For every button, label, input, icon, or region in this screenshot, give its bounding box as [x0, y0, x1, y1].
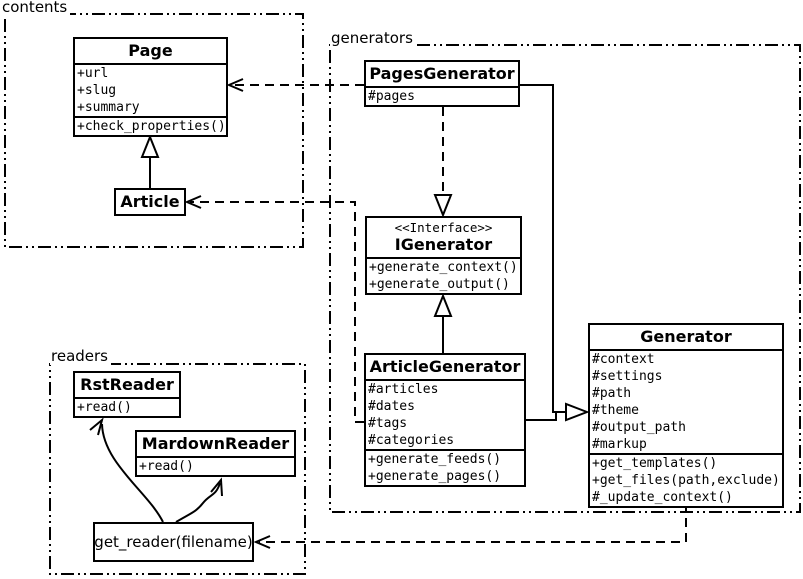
class-mardownreader-methods: +read() [137, 456, 294, 475]
class-rstreader-methods: +read() [75, 397, 179, 416]
class-articlegenerator: ArticleGenerator #articles #dates #tags … [364, 353, 526, 487]
class-mardownreader-title: MardownReader [141, 434, 290, 453]
attribute-row: #categories [368, 433, 455, 448]
attribute-row: #path [592, 386, 632, 401]
attribute-row: #settings [592, 369, 663, 384]
class-page-title: Page [128, 41, 173, 60]
class-mardownreader: MardownReader +read() [135, 430, 296, 477]
class-generator-methods: +get_templates() +get_files(path,exclude… [590, 453, 782, 506]
generalization-articlegenerator-to-igenerator [433, 293, 453, 353]
class-generator-title: Generator [640, 327, 732, 346]
class-rstreader: RstReader +read() [73, 371, 181, 418]
attribute-row: #dates [368, 399, 415, 414]
attribute-row: #markup [592, 437, 647, 452]
method-row: +generate_pages() [368, 469, 502, 484]
attribute-row: #articles [368, 382, 439, 397]
interface-igenerator-title: <<Interface>> IGenerator [367, 218, 520, 257]
method-row: +read() [77, 400, 132, 415]
class-generator: Generator #context #settings #path #them… [588, 323, 784, 508]
class-rstreader-title: RstReader [80, 375, 174, 394]
class-article: Article [114, 188, 186, 216]
interface-name: IGenerator [394, 235, 493, 254]
attribute-row: #theme [592, 403, 639, 418]
method-row: +get_templates() [592, 456, 718, 471]
package-label-readers: readers [50, 349, 111, 365]
interface-stereotype: <<Interface>> [394, 220, 493, 235]
class-article-title: Article [120, 192, 180, 211]
class-page: Page +url +slug +summary +check_properti… [73, 37, 228, 137]
dependency-pagesgenerator-to-page [226, 78, 364, 92]
dependency-articlegenerator-to-article [184, 195, 364, 423]
class-articlegenerator-title: ArticleGenerator [369, 357, 521, 376]
method-row: #_update_context() [592, 490, 733, 505]
method-row: +generate_feeds() [368, 452, 502, 467]
package-label-contents: contents [1, 0, 71, 16]
function-node-get-reader: get_reader(filename) [93, 522, 254, 562]
arrow-getreader-to-mardownreader [175, 477, 223, 523]
package-frame-contents [4, 13, 304, 248]
attribute-row: #context [592, 352, 655, 367]
package-label-generators: generators [330, 31, 416, 47]
generalization-article-to-page [140, 134, 160, 188]
class-page-methods: +check_properties() [75, 116, 226, 135]
class-articlegenerator-attributes: #articles #dates #tags #categories [366, 379, 524, 449]
attribute-row: +slug [77, 83, 117, 98]
method-row: +generate_context() [369, 260, 518, 275]
attribute-row: +summary [77, 100, 140, 115]
generalization-generators-to-generator [520, 84, 590, 422]
realization-pagesgenerator-to-igenerator [433, 107, 453, 218]
class-pagesgenerator-title: PagesGenerator [369, 64, 515, 83]
method-row: +generate_output() [369, 277, 510, 292]
interface-igenerator: <<Interface>> IGenerator +generate_conte… [365, 216, 522, 295]
class-pagesgenerator-attributes: #pages [366, 86, 518, 105]
arrow-getreader-to-rstreader [89, 417, 164, 523]
class-generator-attributes: #context #settings #path #theme #output_… [590, 349, 782, 453]
class-page-attributes: +url +slug +summary [75, 63, 226, 116]
dependency-generator-to-getreader [253, 503, 687, 549]
attribute-row: #tags [368, 416, 408, 431]
method-row: +read() [139, 459, 194, 474]
method-row: +check_properties() [77, 119, 226, 134]
class-pagesgenerator: PagesGenerator #pages [364, 60, 520, 107]
package-frame-generators [329, 44, 801, 513]
interface-igenerator-methods: +generate_context() +generate_output() [367, 257, 520, 293]
attribute-row: #pages [368, 89, 415, 104]
attribute-row: +url [77, 66, 109, 81]
class-articlegenerator-methods: +generate_feeds() +generate_pages() [366, 449, 524, 485]
function-node-label: get_reader(filename) [94, 533, 253, 551]
method-row: +get_files(path,exclude) [592, 473, 780, 488]
attribute-row: #output_path [592, 420, 686, 435]
package-frame-readers [49, 363, 306, 575]
